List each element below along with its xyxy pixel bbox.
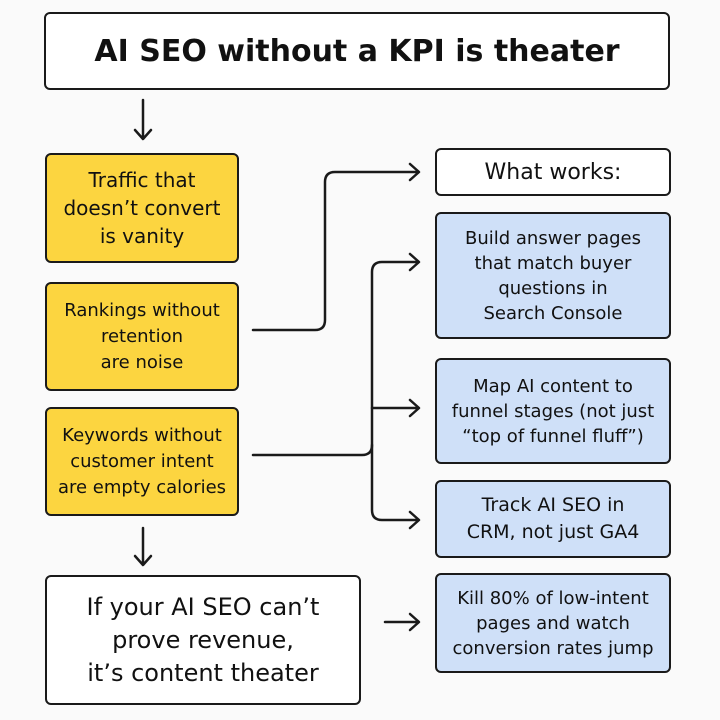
problem-box-traffic: Traffic that doesn’t convert is vanity xyxy=(45,153,239,263)
arrow-conclusion-to-kill xyxy=(383,612,421,632)
conclusion-box: If your AI SEO can’t prove revenue, it’s… xyxy=(45,575,361,705)
solution-box-answer-pages: Build answer pages that match buyer ques… xyxy=(435,212,671,339)
what-works-heading: What works: xyxy=(435,148,671,196)
problem-box-rankings: Rankings without retention are noise xyxy=(45,282,239,391)
problem-box-keywords: Keywords without customer intent are emp… xyxy=(45,407,239,516)
solution-box-funnel-stages: Map AI content to funnel stages (not jus… xyxy=(435,358,671,464)
arrow-down-problems-to-conclusion xyxy=(133,526,153,567)
solution-box-track-crm: Track AI SEO in CRM, not just GA4 xyxy=(435,480,671,558)
solution-box-kill-pages: Kill 80% of low-intent pages and watch c… xyxy=(435,573,671,673)
connector-rankings-to-what-works xyxy=(251,162,421,332)
page-title: AI SEO without a KPI is theater xyxy=(44,12,670,90)
arrow-down-title-to-problems xyxy=(133,98,153,141)
connector-keywords-to-solutions xyxy=(251,252,421,530)
